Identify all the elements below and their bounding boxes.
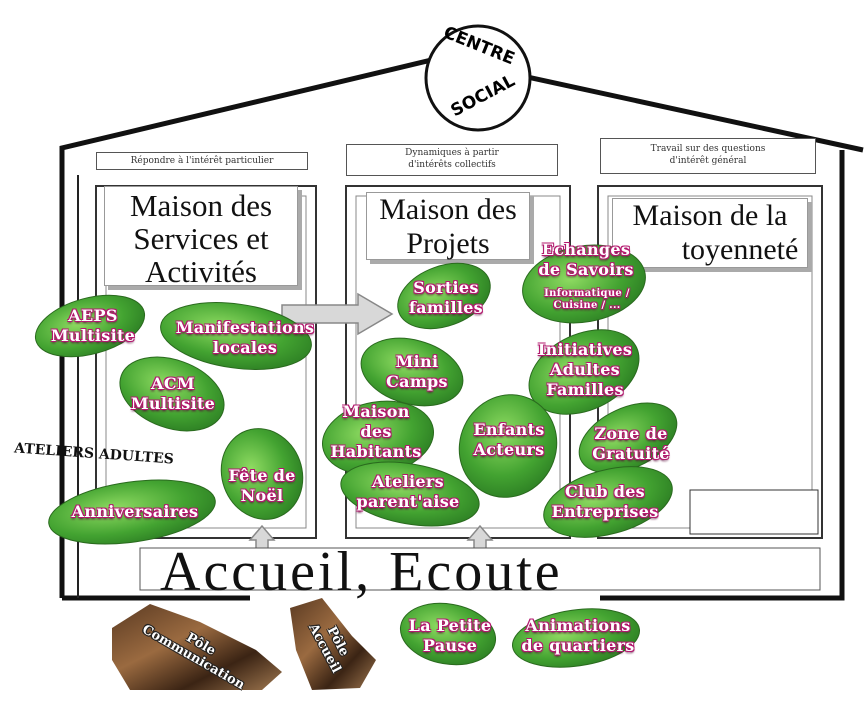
label-ateliers-2: parent'aise <box>356 492 460 511</box>
label-aeps: AEPS Multisite <box>38 306 148 346</box>
label-animations-quartiers: Animations de quartiers <box>508 616 648 656</box>
label-fete-noel: Fête de Noël <box>218 466 306 506</box>
caption-mid-line2: d'intérêts collectifs <box>408 160 496 170</box>
label-acm: ACM Multisite <box>118 374 228 414</box>
caption-right-line1: Travail sur des questions <box>650 144 766 154</box>
label-fete-1: Fête de <box>228 466 296 485</box>
label-echanges-2: de Savoirs <box>538 260 634 279</box>
pole-communication-rock <box>112 604 282 690</box>
leaf-fete <box>220 428 304 520</box>
leaf-zone <box>578 402 678 474</box>
caption-interets-collectifs: Dynamiques à partir d'intérêts collectif… <box>346 144 558 176</box>
house-outline <box>59 24 864 690</box>
maison-projets: Maison des Projets <box>366 192 530 260</box>
label-sorties: Sorties familles <box>396 278 496 318</box>
label-fete-2: Noël <box>240 486 284 505</box>
label-anim-2: de quartiers <box>521 636 635 655</box>
label-acm-2: Multisite <box>130 394 216 413</box>
label-manif-1: Manifestations <box>175 318 315 337</box>
leaves-layer <box>34 244 678 668</box>
label-enfants-2: Acteurs <box>473 440 545 459</box>
label-sorties-2: familles <box>408 298 483 317</box>
label-anniversaires: Anniversaires <box>71 502 199 521</box>
label-petite-1: La Petite <box>408 616 492 635</box>
leaf-enfants <box>458 394 558 498</box>
label-mini-1: Mini <box>395 352 439 371</box>
label-habitants-3: Habitants <box>330 442 422 461</box>
label-echanges-detail: Informatique / Cuisine / ... <box>530 288 644 312</box>
leaf-acm <box>119 356 225 432</box>
label-echanges: Echanges de Savoirs <box>526 240 646 280</box>
maison-projets-line2: Projets <box>406 227 490 260</box>
maison-services-line1: Maison des <box>129 188 273 223</box>
label-echanges-1: Echanges <box>541 240 631 259</box>
label-club-entreprises: Club des Entreprises <box>530 482 680 522</box>
leaf-sorties <box>397 262 491 330</box>
maison-services-activites: Maison des Services et Activités <box>104 186 298 289</box>
pole-accueil-rock <box>290 598 376 690</box>
label-mini-camps: Mini Camps <box>372 352 462 392</box>
caption-interet-particulier: Répondre à l'intérêt particulier <box>96 152 308 170</box>
label-init-2: Adultes <box>550 360 620 379</box>
label-club-2: Entreprises <box>551 502 659 521</box>
label-init-3: Familles <box>546 380 624 399</box>
label-echanges-4: Cuisine / ... <box>553 300 621 311</box>
maison-services-line2: Services et <box>133 221 269 256</box>
label-petite-pause: La Petite Pause <box>398 616 502 656</box>
leaf-animations <box>512 608 640 668</box>
label-echanges-3: Informatique / <box>544 288 630 299</box>
label-anim-1: Animations <box>525 616 631 635</box>
label-club-1: Club des <box>565 482 645 501</box>
leaf-initiatives <box>528 329 640 415</box>
label-sorties-1: Sorties <box>413 278 479 297</box>
leaf-aeps <box>34 294 146 358</box>
leaf-echanges <box>522 244 646 324</box>
centre-social-circle <box>424 24 532 132</box>
maison-citoyennete-line2: toyenneté <box>681 233 799 266</box>
caption-interet-general: Travail sur des questions d'intérêt géné… <box>600 138 816 174</box>
leaf-club <box>543 466 673 538</box>
label-aeps-2: Multisite <box>50 326 136 345</box>
label-enfants-1: Enfants <box>473 420 545 439</box>
caption-mid-line1: Dynamiques à partir <box>405 148 499 158</box>
maison-services-line3: Activités <box>145 254 257 289</box>
label-aeps-1: AEPS <box>68 306 118 325</box>
label-acm-1: ACM <box>151 374 195 393</box>
maison-projets-line1: Maison des <box>379 193 517 226</box>
accueil-ecoute-title: Accueil, Ecoute <box>160 541 563 603</box>
label-manif-2: locales <box>212 338 278 357</box>
label-maison-habitants: Maison des Habitants <box>316 402 436 462</box>
label-petite-2: Pause <box>422 636 478 655</box>
label-ateliers-parentaise: Ateliers parent'aise <box>336 472 480 512</box>
label-manifestations: Manifestations locales <box>160 318 330 358</box>
label-zone-2: Gratuité <box>592 444 670 463</box>
label-mini-2: Camps <box>386 372 448 391</box>
label-ateliers-1: Ateliers <box>372 472 444 491</box>
label-habitants-2: des <box>360 422 392 441</box>
accueil-banner <box>139 547 821 591</box>
label-initiatives: Initiatives Adultes Familles <box>520 340 650 400</box>
leaf-petite <box>399 602 497 666</box>
label-zone-gratuite: Zone de Gratuité <box>576 424 686 464</box>
leaf-anniv <box>48 479 216 545</box>
label-enfants-acteurs: Enfants Acteurs <box>456 420 562 460</box>
leaf-ateliers <box>340 461 480 527</box>
maison-citoyennete-line1: Maison de la <box>632 199 788 232</box>
label-habitants-1: Maison <box>342 402 410 421</box>
label-zone-1: Zone de <box>594 424 668 443</box>
maison-citoyennete: Maison de la toyenneté <box>612 198 808 268</box>
leaf-manif <box>160 302 312 370</box>
label-init-1: Initiatives <box>537 340 633 359</box>
caption-right-line2: d'intérêt général <box>669 156 747 166</box>
